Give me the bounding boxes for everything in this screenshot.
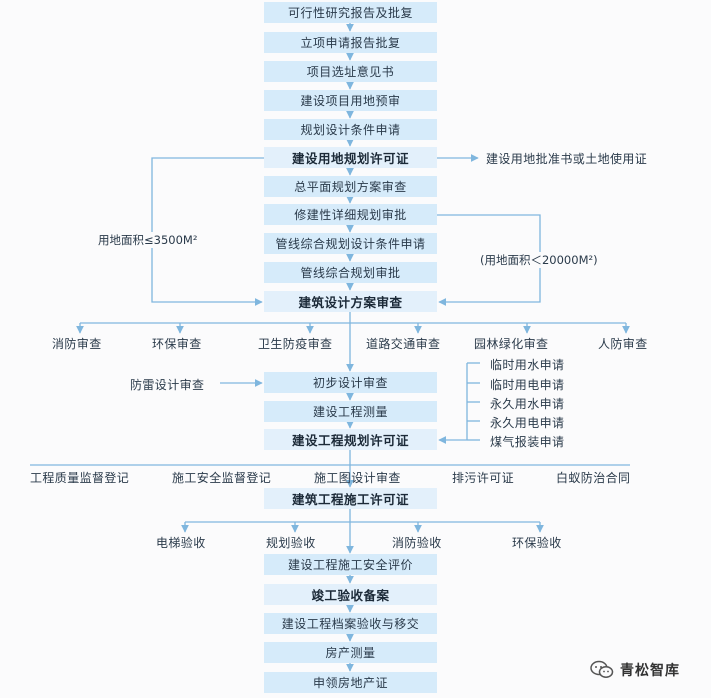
utility-gas: 煤气报装申请 [490, 435, 565, 449]
step-survey: 建设工程测量 [264, 401, 437, 422]
step-project-approval: 立项申请报告批复 [264, 32, 437, 53]
acceptance-elevator: 电梯验收 [156, 536, 206, 550]
step-architectural-review: 建筑设计方案审查 [264, 291, 437, 312]
step-feasibility-report: 可行性研究报告及批复 [264, 2, 437, 23]
acceptance-environment: 环保验收 [512, 536, 562, 550]
utility-temp-water: 临时用水申请 [490, 358, 565, 372]
watermark-text: 青松智库 [620, 663, 680, 679]
step-property-survey: 房产测量 [264, 642, 437, 663]
review-traffic: 道路交通审查 [366, 337, 441, 351]
acceptance-fire: 消防验收 [392, 536, 442, 550]
step-detailed-plan-approval: 修建性详细规划审批 [264, 204, 437, 225]
step-land-planning-permit: 建设用地规划许可证 [264, 147, 437, 168]
step-pipeline-conditions: 管线综合规划设计条件申请 [264, 233, 437, 254]
construction-safety: 施工安全监督登记 [172, 471, 272, 485]
step-land-pre-review: 建设项目用地预审 [264, 90, 437, 111]
step-construction-permit: 建筑工程施工许可证 [264, 488, 437, 509]
watermark: 青松智库 [590, 655, 680, 685]
step-completion-filing: 竣工验收备案 [264, 584, 437, 605]
construction-discharge: 排污许可证 [452, 471, 515, 485]
review-environment: 环保审查 [152, 337, 202, 351]
utility-temp-power: 临时用电申请 [490, 378, 565, 392]
step-safety-evaluation: 建设工程施工安全评价 [264, 554, 437, 575]
step-works-planning-permit: 建设工程规划许可证 [264, 429, 437, 450]
review-lightning: 防雷设计审查 [130, 378, 205, 392]
construction-termite: 白蚁防治合同 [556, 471, 631, 485]
review-fire: 消防审查 [52, 337, 102, 351]
step-master-plan-review: 总平面规划方案审查 [264, 176, 437, 197]
utility-perm-power: 永久用电申请 [490, 416, 565, 430]
review-civil-defense: 人防审查 [598, 337, 648, 351]
step-planning-conditions: 规划设计条件申请 [264, 119, 437, 140]
step-pipeline-approval: 管线综合规划审批 [264, 262, 437, 283]
construction-drawing-review: 施工图设计审查 [314, 471, 401, 485]
step-property-certificate: 申领房地产证 [264, 672, 437, 693]
condition-left: 用地面积≤3500M² [96, 232, 200, 248]
step-archive-transfer: 建设工程档案验收与移交 [264, 613, 437, 634]
step-preliminary-design: 初步设计审查 [264, 372, 437, 393]
review-landscape: 园林绿化审查 [474, 337, 549, 351]
acceptance-planning: 规划验收 [266, 536, 316, 550]
land-use-certificate: 建设用地批准书或土地使用证 [486, 152, 648, 166]
step-site-selection: 项目选址意见书 [264, 61, 437, 82]
wechat-icon [590, 660, 614, 678]
utility-perm-water: 永久用水申请 [490, 397, 565, 411]
construction-quality: 工程质量监督登记 [30, 471, 130, 485]
review-health: 卫生防疫审查 [258, 337, 333, 351]
condition-right: (用地面积＜20000M²) [478, 252, 600, 268]
